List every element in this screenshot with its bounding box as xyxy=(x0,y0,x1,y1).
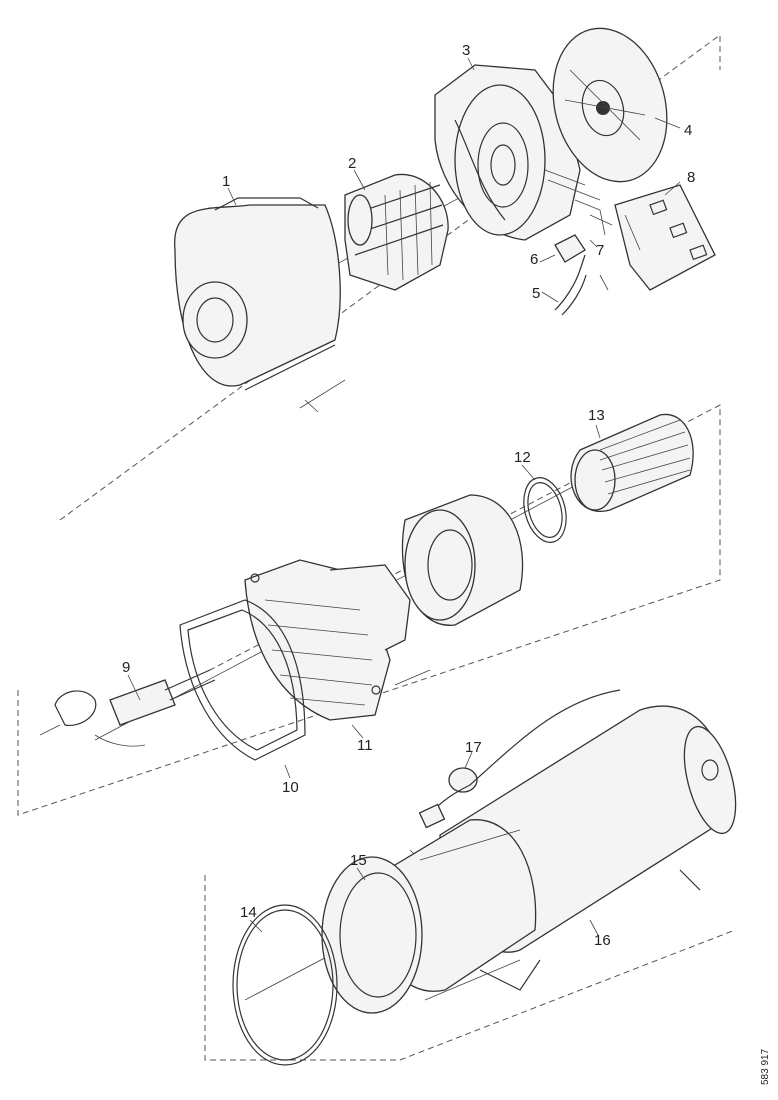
label-3: 3 xyxy=(462,42,470,59)
part-12-seal-ring xyxy=(523,477,567,543)
part-7-screws xyxy=(574,199,613,291)
label-6: 6 xyxy=(530,251,538,268)
label-16: 16 xyxy=(594,932,611,949)
label-5: 5 xyxy=(532,285,540,302)
label-9: 9 xyxy=(122,659,130,676)
part-14-o-ring xyxy=(232,904,338,1066)
leader-lines xyxy=(127,57,681,936)
label-12: 12 xyxy=(514,449,531,466)
group-frame-lower xyxy=(204,875,736,1061)
part-10-gasket xyxy=(179,599,306,761)
group-frame-middle xyxy=(17,404,721,816)
part-9-glow-plug xyxy=(39,669,216,747)
label-14: 14 xyxy=(240,904,257,921)
label-1: 1 xyxy=(222,173,230,190)
drawing-reference: 583 917 xyxy=(760,1048,771,1085)
part-2-motor xyxy=(344,173,449,291)
label-17: 17 xyxy=(465,739,482,756)
label-10: 10 xyxy=(282,779,299,796)
label-2: 2 xyxy=(348,155,356,172)
part-8-control-unit xyxy=(614,184,716,291)
label-11: 11 xyxy=(357,737,373,754)
part-5-cable xyxy=(554,254,587,316)
part-6-bracket xyxy=(554,234,586,263)
part-13-mesh-cylinder xyxy=(570,413,694,513)
label-4: 4 xyxy=(684,122,692,139)
label-13: 13 xyxy=(588,407,605,424)
label-8: 8 xyxy=(687,169,695,186)
part-15-flame-tube xyxy=(321,819,537,1014)
label-7: 7 xyxy=(596,242,604,259)
combustion-insert xyxy=(401,494,524,626)
part-3-fan-housing xyxy=(434,64,601,241)
part-1-motor-cover xyxy=(174,197,346,413)
part-11-burner-head xyxy=(244,559,431,721)
part-17-sensor xyxy=(409,689,621,866)
part-4-fan-wheel xyxy=(552,27,668,183)
label-15: 15 xyxy=(350,852,367,869)
